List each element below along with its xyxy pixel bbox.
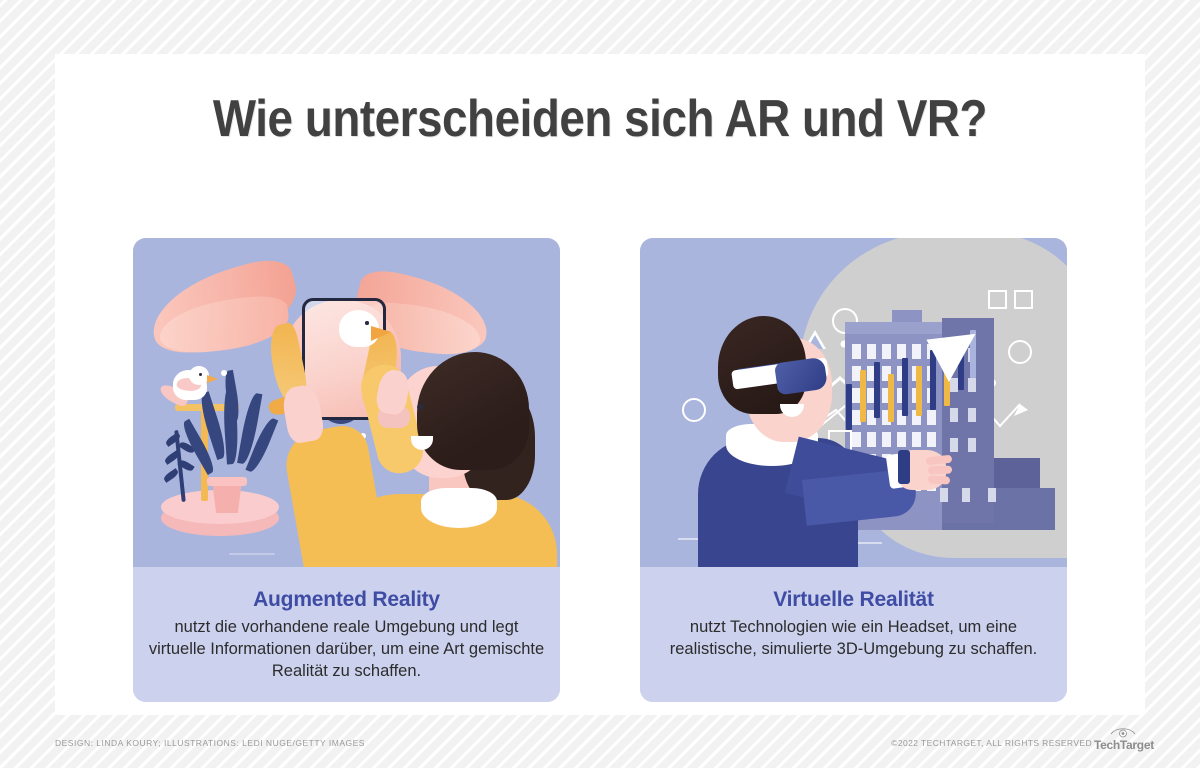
- small-bird-eye: [199, 373, 202, 376]
- square-shape-icon: [1014, 290, 1033, 309]
- candlestick: [846, 384, 852, 430]
- circle-shape-icon: [682, 398, 706, 422]
- candlestick: [888, 374, 894, 422]
- candlestick: [930, 350, 936, 410]
- candlestick: [860, 370, 866, 422]
- candlestick: [944, 360, 950, 406]
- design-credits: DESIGN: LINDA KOURY; ILLUSTRATIONS: LEDI…: [55, 738, 365, 748]
- man-nose: [820, 386, 832, 398]
- content-panel: Wie unterscheiden sich AR und VR?: [55, 54, 1145, 715]
- ar-illustration: [133, 238, 560, 567]
- card-virtual-reality: Virtuelle Realität nutzt Technologien wi…: [640, 238, 1067, 702]
- man-left-arm: [280, 421, 390, 567]
- plant-pot: [212, 481, 242, 513]
- eagle-eye: [365, 321, 369, 325]
- circle-shape-icon: [1008, 340, 1032, 364]
- ar-heading: Augmented Reality: [253, 588, 440, 611]
- card-augmented-reality: Augmented Reality nutzt die vorhandene r…: [133, 238, 560, 702]
- candlestick: [916, 366, 922, 416]
- table-edge-line: [229, 553, 275, 555]
- small-bird-beak: [207, 375, 218, 383]
- vr-illustration: [640, 238, 1067, 567]
- candlestick: [902, 358, 908, 416]
- techtarget-logo: TechTarget: [1094, 726, 1154, 756]
- man-eye: [417, 404, 423, 410]
- sprig-leaf: [162, 468, 180, 483]
- man-mouth: [780, 404, 804, 417]
- sparkle-dot: [221, 370, 227, 376]
- ar-caption: Augmented Reality nutzt die vorhandene r…: [133, 567, 560, 702]
- candlestick: [874, 362, 880, 418]
- vr-body-text: nutzt Technologien wie ein Headset, um e…: [669, 618, 1038, 658]
- candlestick: [970, 330, 976, 378]
- eye-icon: [1110, 728, 1136, 738]
- man-collar: [421, 488, 497, 528]
- techtarget-wordmark: TechTarget: [1094, 738, 1154, 752]
- vr-glove-band: [898, 450, 910, 484]
- plant-pot-rim: [207, 477, 247, 486]
- ar-body-text: nutzt die vorhandene reale Umgebung und …: [148, 618, 545, 680]
- candlestick: [958, 338, 964, 390]
- page-title: Wie unterscheiden sich AR und VR?: [212, 90, 988, 148]
- square-shape-icon: [988, 290, 1007, 309]
- man-mouth: [411, 436, 433, 450]
- table-edge-line: [846, 542, 882, 544]
- building-roof: [845, 322, 942, 334]
- vr-caption: Virtuelle Realität nutzt Technologien wi…: [640, 567, 1067, 702]
- man-hair: [417, 352, 529, 470]
- vr-heading: Virtuelle Realität: [773, 588, 934, 611]
- copyright-notice: ©2022 TECHTARGET, ALL RIGHTS RESERVED: [891, 738, 1092, 748]
- eagle-beak: [371, 326, 391, 341]
